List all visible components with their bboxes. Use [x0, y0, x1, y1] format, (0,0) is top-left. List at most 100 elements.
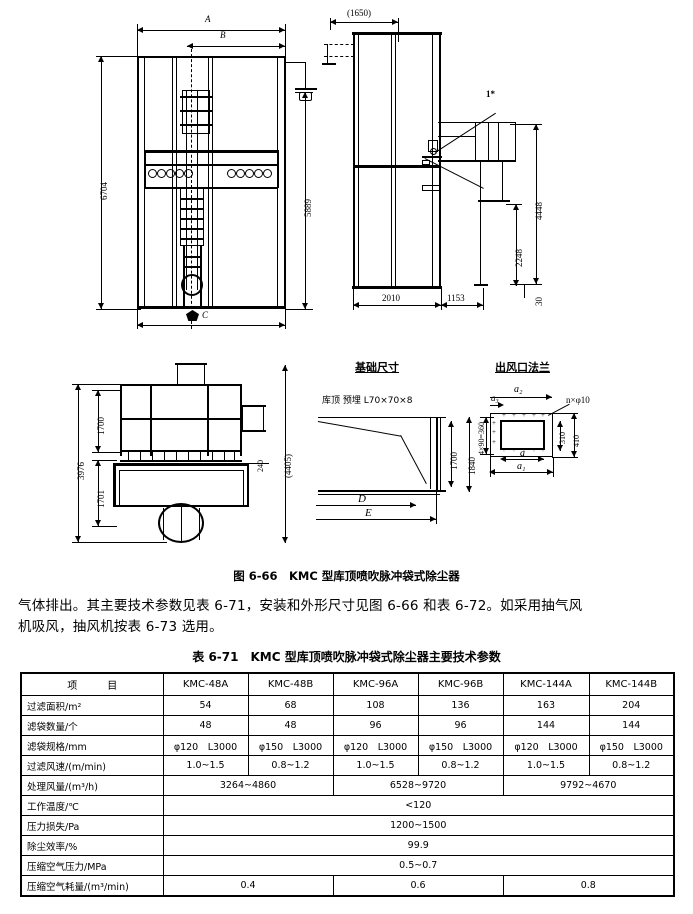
dim-label-a3: a₃ — [491, 393, 499, 403]
table-row-label: 除尘效率/% — [20, 835, 164, 856]
bag-port-7 — [236, 169, 245, 178]
table-cell-merged: 0.5~0.7 — [162, 855, 675, 876]
cage-rung-2 — [180, 110, 212, 112]
plan-tube-7 — [200, 450, 201, 460]
dim-arrow-310-top — [557, 421, 563, 427]
manifold-left-cap — [144, 150, 146, 188]
dim-arrow-a-right — [279, 27, 285, 33]
centerline-vertical — [191, 44, 192, 329]
table-cell-pair: 0.6 — [332, 875, 504, 897]
bag-port-1 — [148, 169, 157, 178]
stair-col-left — [480, 160, 481, 286]
dim-arrow-a-flange-right — [538, 456, 544, 462]
plan-hopper-inner — [119, 470, 243, 471]
table-cell: 108 — [332, 695, 419, 716]
platform-rail-1 — [475, 122, 476, 162]
figure-caption: 图 6-66 KMC 型库顶喷吹脉冲袋式除尘器 — [233, 569, 460, 583]
table-row-label: 滤袋数量/个 — [20, 715, 164, 736]
plan-tube-5 — [176, 450, 177, 460]
table-row-label: 压力损失/Pa — [20, 815, 164, 836]
plan-tube-9 — [224, 450, 225, 460]
ext-line-1701-bottom — [92, 526, 117, 527]
plan-upper-right — [240, 384, 242, 456]
foundation-hatch-r1 — [440, 417, 441, 492]
dim-arrow-3976-bottom — [75, 536, 81, 542]
ext-line-410-bottom — [552, 457, 578, 458]
plan-hopper-top — [113, 463, 249, 466]
dim-arrow-d-right — [410, 502, 416, 508]
table-row-label: 滤袋规格/mm — [20, 735, 164, 756]
stub-lead-top — [324, 44, 354, 45]
ext-line-240 — [249, 463, 269, 464]
ext-line-6704-top — [96, 56, 141, 57]
ext-line-2010-left — [353, 288, 354, 310]
ext-line-6704-bottom — [96, 309, 141, 310]
dim-line-a — [137, 30, 285, 31]
body-paragraph-line-1: 气体排出。其主要技术参数见表 6-71，安装和外形尺寸见图 6-66 和表 6-… — [18, 598, 583, 614]
table-header-item: 项 目 — [20, 672, 164, 696]
side-body-top — [352, 32, 442, 35]
table-header-kmc96a: KMC-96A — [332, 672, 419, 696]
stub-vertical — [327, 44, 328, 64]
bolt-mark-t5: + — [541, 411, 545, 419]
plan-conveyor-wall-l — [163, 508, 164, 540]
duct-right — [305, 62, 306, 88]
plan-upper-top — [120, 384, 242, 386]
table-title: 表 6-71 KMC 型库顶喷吹脉冲袋式除尘器主要技术参数 — [192, 650, 501, 664]
table-cell: 163 — [502, 695, 590, 716]
table-cell: 96 — [332, 715, 419, 736]
dim-arrow-3976-top — [75, 384, 81, 390]
dim-line-1700-fdn — [451, 421, 452, 487]
side-inner-4 — [432, 34, 433, 286]
bolt-mark-l2: + — [492, 428, 496, 436]
dim-arrow-a1-right — [547, 469, 553, 475]
bolt-mark-l3: + — [492, 438, 496, 446]
foundation-outer-right — [436, 417, 438, 492]
dim-arrow-5889-bottom — [302, 303, 308, 309]
table-cell: 1.0~1.5 — [502, 755, 590, 776]
dim-label-1153: 1153 — [447, 293, 465, 303]
plan-hopper-left — [113, 463, 116, 506]
bolt-mark-b5: + — [541, 446, 545, 454]
bolt-mark-l1: + — [492, 419, 496, 427]
ext-line-4448-top — [510, 124, 542, 125]
dim-label-5889: 5889 — [303, 199, 313, 217]
table-row: 工作温度/℃<120 — [20, 795, 675, 816]
ext-line-1700-plan-top — [92, 390, 122, 391]
dim-label-1650: (1650) — [347, 8, 371, 18]
dim-arrow-1840-top — [466, 417, 472, 423]
dim-arrow-pitch-bottom — [483, 448, 489, 454]
ext-line-1153-right — [483, 288, 484, 310]
table-cell: 68 — [247, 695, 334, 716]
table-cell: 204 — [588, 695, 675, 716]
cage-rung-3 — [180, 124, 212, 126]
dim-arrow-2248-bottom — [513, 280, 519, 286]
dim-line-1701 — [98, 460, 99, 526]
column-foot — [474, 284, 488, 286]
dim-label-a-flange: a — [520, 448, 525, 459]
callout-label-1: 1* — [486, 89, 495, 99]
callout-leader — [435, 112, 496, 153]
dim-arrow-a1-left — [489, 469, 495, 475]
outlet-marker — [186, 310, 199, 321]
table-cell-pair: 0.4 — [162, 875, 334, 897]
dim-arrow-c-right — [279, 322, 285, 328]
table-cell: φ120 L3000 — [162, 735, 249, 756]
ext-line-2248-top — [506, 204, 522, 205]
dim-line-1700-plan — [98, 390, 99, 452]
dim-line-a-flange — [502, 459, 544, 460]
dim-line-410 — [574, 413, 575, 457]
bolt-mark-b3: + — [522, 446, 526, 454]
inner-post-2 — [172, 56, 173, 306]
dim-arrow-a2-right — [546, 394, 552, 400]
dim-line-a1 — [490, 472, 553, 473]
table-header-kmc144b: KMC-144B — [588, 672, 675, 696]
dim-arrow-6704-bottom — [98, 303, 104, 309]
dim-line-4448 — [536, 124, 537, 284]
dim-line-6704 — [101, 56, 102, 309]
duct-top — [285, 62, 306, 63]
